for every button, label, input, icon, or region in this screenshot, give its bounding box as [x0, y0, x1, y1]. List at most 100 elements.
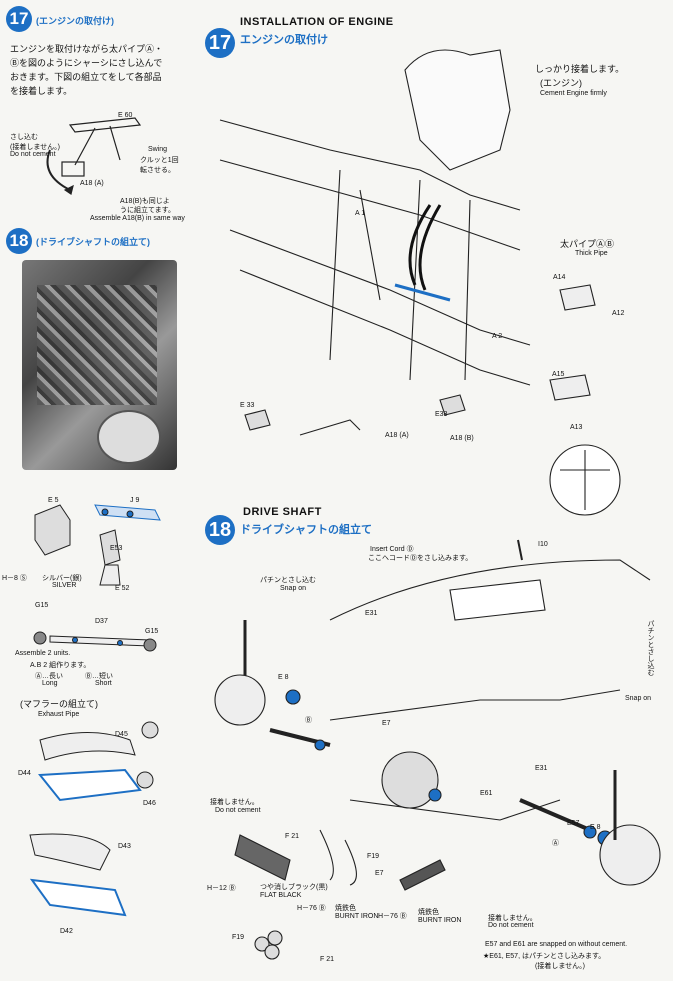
engine-photo: [22, 260, 177, 470]
step-18-title-jp: ドライブシャフトの組立て: [240, 524, 372, 536]
part-j9: J 9: [130, 497, 140, 504]
long-en: Long: [42, 680, 58, 687]
label-swing: Swing: [148, 146, 168, 153]
paint-en-silver: SILVER: [52, 582, 77, 589]
paint1-jp: つや消しブラック(黒): [260, 884, 328, 891]
part-e60: E 60: [118, 112, 133, 119]
label-sashikomu: さし込む: [10, 134, 38, 141]
step-18-badge-right: 18: [205, 515, 235, 545]
step-17-instruction-line-3: おきます。下図の組立てをして各部品: [10, 72, 162, 82]
label-assemble-en: Assemble A18(B) in same way: [90, 215, 185, 222]
part-g15-b: G15: [145, 628, 159, 635]
paint1-code: H－12 Ⓑ: [207, 885, 236, 892]
part-a18b-right: A18 (B): [450, 435, 474, 442]
short-en: Short: [95, 680, 112, 687]
drive-shaft-parts-drawing: [33, 504, 161, 652]
label-assemble-jp: A18(B)も同じよ: [120, 198, 170, 205]
snap-en-2: Snap on: [625, 695, 652, 702]
part-e33-a: E 33: [240, 402, 255, 409]
mark-a: Ⓐ: [552, 840, 559, 847]
part-e52: E 52: [115, 585, 130, 592]
cement-jp: 接着しません。: [210, 799, 259, 806]
part-f19-b: F19: [232, 934, 245, 941]
part-e57: E57: [567, 820, 580, 827]
note-en: E57 and E61 are snapped on without cemen…: [485, 941, 628, 948]
paint2-en: BURNT IRON: [335, 913, 379, 920]
part-d44: D44: [18, 770, 31, 777]
part-e5: E 5: [48, 497, 59, 504]
paint-code-silver: H－8 Ⓢ: [2, 575, 27, 582]
label-swing-jp-1: クルッと1回: [140, 157, 179, 164]
note-jp-2: (接着しません。): [535, 963, 585, 970]
paint3-code: H－76 Ⓑ: [378, 913, 407, 920]
step-18-title-en: DRIVE SHAFT: [243, 506, 322, 518]
assemble-units-en: Assemble 2 units.: [15, 650, 71, 657]
long-jp: Ⓐ…長い: [35, 673, 63, 680]
cement-engine-jp: しっかり接着します。: [535, 64, 625, 74]
short-jp: Ⓑ…短い: [85, 673, 113, 680]
part-e31-a: E31: [365, 610, 378, 617]
part-a12: A12: [612, 310, 625, 317]
part-f21: F 21: [285, 833, 300, 840]
part-f21-b: F 21: [320, 956, 335, 963]
part-e61: E61: [480, 790, 493, 797]
paint2-jp: 焼鉄色: [335, 905, 356, 912]
part-e31-b: E31: [535, 765, 548, 772]
part-a13: A13: [570, 424, 583, 431]
step-17-badge-left: 17: [6, 6, 32, 32]
part-i10: I10: [538, 541, 548, 548]
part-a2: A 2: [492, 333, 503, 340]
a18-assembly-drawing: [46, 117, 142, 195]
label-do-not-cement-jp: (接着しません。): [10, 144, 60, 151]
cement2-en: Do not cement: [488, 922, 534, 929]
part-a14: A14: [553, 274, 566, 281]
part-e8-b: E 8: [590, 824, 601, 831]
engine-photo-wheel: [97, 410, 161, 464]
step-17-title-en: INSTALLATION OF ENGINE: [240, 16, 394, 28]
thick-pipe-en: Thick Pipe: [575, 250, 608, 257]
engine-photo-detail: [37, 285, 157, 405]
part-a18a-left: A18 (A): [80, 180, 104, 187]
insert-cord-jp: ここへコードⒹをさし込みます。: [368, 555, 473, 562]
thick-pipe-jp: 太パイプⒶⒷ: [560, 239, 615, 249]
step-18-badge-left: 18: [6, 228, 32, 254]
insert-cord-en: Insert Cord Ⓓ: [370, 546, 414, 553]
step-17-badge-right: 17: [205, 28, 235, 58]
label-assemble-jp-2: うに組立てます。: [120, 207, 175, 214]
label-swing-jp-2: 転させる。: [140, 167, 175, 174]
snap-jp-2: パチンとさし込む: [647, 620, 654, 676]
muffler-parts-drawing: [29, 721, 159, 917]
step-17-title-jp: エンジンの取付け: [240, 34, 328, 46]
part-d45: D45: [115, 731, 128, 738]
step-17-title-left: (エンジンの取付け): [36, 16, 114, 26]
cement2-jp: 接着しません。: [488, 915, 537, 922]
step-17-instruction-line-2: Ⓑを図のようにシャーシにさし込んで: [10, 58, 163, 68]
step-17-instruction-line-1: エンジンを取付けながら太パイプⒶ・: [10, 44, 164, 54]
muffler-title-en: Exhaust Pipe: [38, 711, 80, 718]
part-d46: D46: [143, 800, 156, 807]
paint3-jp: 焼鉄色: [418, 909, 439, 916]
part-d42: D42: [60, 928, 73, 935]
step-18-title-left: (ドライブシャフトの組立て): [36, 237, 150, 247]
part-d43: D43: [118, 843, 131, 850]
cement-en: Do not cement: [215, 807, 261, 814]
label-do-not-cement: Do not cement: [10, 151, 56, 158]
part-e7-b: E7: [375, 870, 384, 877]
part-d37: D37: [95, 618, 108, 625]
assemble-units-jp: A.B 2 組作ります。: [30, 662, 91, 669]
paint1-en: FLAT BLACK: [260, 892, 302, 899]
part-a1: A 1: [355, 210, 366, 217]
part-f19: F19: [367, 853, 380, 860]
drive-shaft-drawing: [214, 539, 661, 960]
engine-chassis-drawing: [219, 49, 621, 516]
part-g15-a: G15: [35, 602, 49, 609]
paint-jp-silver: シルバー(銀): [42, 575, 82, 582]
paint2-code: H－76 Ⓑ: [297, 905, 326, 912]
snap-en-1: Snap on: [280, 585, 307, 592]
note-jp-1: ★E61, E57, はパチンとさし込みます。: [483, 953, 606, 960]
step-17-instruction-line-4: を接着します。: [10, 86, 73, 96]
muffler-title-jp: (マフラーの組立て): [20, 699, 98, 709]
part-a18a-right: A18 (A): [385, 432, 409, 439]
part-e53: E53: [110, 545, 123, 552]
